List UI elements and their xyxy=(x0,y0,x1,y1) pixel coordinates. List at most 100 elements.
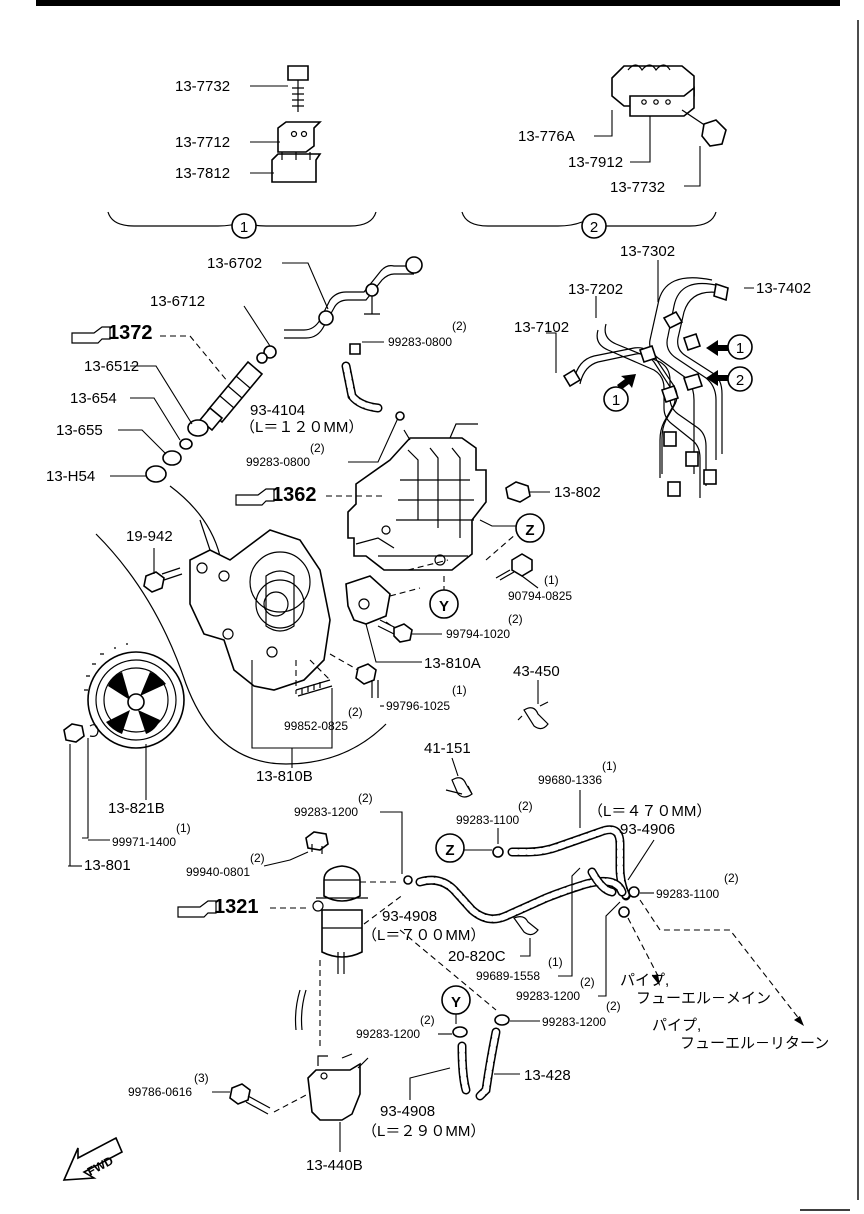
leader-93-4908-b xyxy=(409,1067,451,1100)
label-93-4906: 93-4906 xyxy=(620,821,675,838)
arrowhead-return xyxy=(794,1016,804,1026)
ref-1372: 1372 xyxy=(71,322,229,383)
label-99283-1200-d: 99283-1200 xyxy=(542,1015,606,1029)
label-13-810B: 13-810B xyxy=(256,768,313,785)
fwd-arrow: FWD xyxy=(62,1136,124,1181)
label-99680-1336: 99680-1336 xyxy=(538,773,602,787)
pump-bracket xyxy=(189,529,331,691)
pipe-callouts: 1 2 1 xyxy=(603,334,753,412)
label-99283-1200-c: 99283-1200 xyxy=(356,1027,420,1041)
len-120: （L＝１２０MM） xyxy=(240,419,363,436)
ref-1362: 1362 xyxy=(235,484,382,506)
bracket-13-810A xyxy=(345,575,422,663)
svg-text:1372: 1372 xyxy=(108,322,153,344)
fuel-filter xyxy=(294,865,405,1050)
qty-99283-1200-d: (2) xyxy=(606,999,621,1013)
qty-99283-1100-a: (2) xyxy=(518,799,533,813)
leader-93-4906 xyxy=(627,839,655,881)
hose-13-428 xyxy=(457,1027,520,1101)
leader-99283-1200-b xyxy=(598,901,621,997)
leader-99689-1558 xyxy=(558,867,581,977)
label-43-450: 43-450 xyxy=(513,663,560,680)
clip-99283-1200-a xyxy=(403,875,413,885)
clip-20-820C xyxy=(513,916,539,957)
bolt-90794-0825 xyxy=(495,553,539,589)
label-99283-1100-a: 99283-1100 xyxy=(456,813,519,827)
len-700: （L＝７００MM） xyxy=(362,927,485,944)
svg-text:Y: Y xyxy=(439,598,449,615)
svg-text:Z: Z xyxy=(445,842,454,859)
qty-99786-0616: (3) xyxy=(194,1071,209,1085)
label-13-801: 13-801 xyxy=(84,857,131,874)
pulley xyxy=(84,643,185,749)
arrowhead-main xyxy=(652,974,660,986)
label-99283-1200-a: 99283-1200 xyxy=(294,805,358,819)
label-13-7812: 13-7812 xyxy=(175,165,230,182)
len-470: （L＝４７０MM） xyxy=(588,803,711,820)
injection-pump xyxy=(347,423,517,571)
svg-text:Z: Z xyxy=(525,522,534,539)
label-93-4908-b: 93-4908 xyxy=(380,1103,435,1120)
label-99796-1025: 99796-1025 xyxy=(386,699,450,713)
qty-99283-0800-b: (2) xyxy=(310,441,325,455)
bolt-99796-1025 xyxy=(329,653,379,698)
label-13-6712: 13-6712 xyxy=(150,293,205,310)
label-13-7202: 13-7202 xyxy=(568,281,623,298)
clip-43-450 xyxy=(517,680,549,730)
qty-99689-1558: (1) xyxy=(548,955,563,969)
svg-text:Y: Y xyxy=(451,994,461,1011)
label-13-7912: 13-7912 xyxy=(568,154,623,171)
bolt-99786-0616 xyxy=(212,1083,309,1115)
label-13-802: 13-802 xyxy=(554,484,601,501)
jp-ret-2: フューエル－リターン xyxy=(680,1035,829,1052)
label-99940-0801: 99940-0801 xyxy=(186,865,250,879)
label-90794-0825: 90794-0825 xyxy=(508,589,572,603)
stud-99852-0825 xyxy=(295,659,333,697)
qty-99283-1200-a: (2) xyxy=(358,791,373,805)
callout-2-top: 2 xyxy=(581,213,607,239)
clamp-group-1 xyxy=(250,65,322,183)
qty-99283-1200-b: (2) xyxy=(580,975,595,989)
jp-ret-1: パイプ, xyxy=(652,1017,701,1034)
label-41-151: 41-151 xyxy=(424,740,471,757)
label-93-4908-a: 93-4908 xyxy=(382,908,437,925)
svg-text:2: 2 xyxy=(590,219,598,236)
qty-99794-1020: (2) xyxy=(508,612,523,626)
arrow-return-pipe xyxy=(639,899,801,1021)
svg-text:1: 1 xyxy=(240,219,248,236)
qty-99852-0825: (2) xyxy=(348,705,363,719)
len-290: （L＝２９０MM） xyxy=(362,1123,485,1140)
qty-99283-0800-a: (2) xyxy=(452,319,467,333)
label-99283-0800-b: 99283-0800 xyxy=(246,455,310,469)
label-99971-1400: 99971-1400 xyxy=(112,835,176,849)
label-99283-1100-b: 99283-1100 xyxy=(656,887,719,901)
svg-text:2: 2 xyxy=(736,372,744,389)
label-20-820C: 20-820C xyxy=(448,948,506,965)
qty-99971-1400: (1) xyxy=(176,821,191,835)
qty-90794-0825: (1) xyxy=(544,573,559,587)
callout-z-hose: Z xyxy=(435,833,492,863)
bolt-19-942 xyxy=(143,548,183,593)
jp-main-2: フューエル－メイン xyxy=(636,990,771,1007)
label-13-440B: 13-440B xyxy=(306,1157,363,1174)
ref-1321: 1321 xyxy=(177,896,308,918)
leader-99283-1200-a xyxy=(380,811,403,874)
label-13-655: 13-655 xyxy=(56,422,103,439)
label-13-6512: 13-6512 xyxy=(84,358,139,375)
nut-13-802 xyxy=(505,481,550,503)
dash-filter-to-y xyxy=(399,929,497,1011)
clip-99283-1200-b xyxy=(618,906,630,918)
svg-text:1: 1 xyxy=(612,392,620,409)
arrow-main-pipe xyxy=(627,917,659,977)
injection-pipes xyxy=(546,260,754,498)
qty-99283-1100-b: (2) xyxy=(724,871,739,885)
label-99794-1020: 99794-1020 xyxy=(446,627,510,641)
label-99786-0616: 99786-0616 xyxy=(128,1085,192,1099)
qty-99283-1200-c: (2) xyxy=(420,1013,435,1027)
clip-99283-1100-b xyxy=(628,886,640,898)
filter-bracket-13-440B xyxy=(307,1053,369,1152)
leader-13-810B xyxy=(251,660,333,768)
label-13-7102: 13-7102 xyxy=(514,319,569,336)
hose-93-4104 xyxy=(341,341,384,413)
